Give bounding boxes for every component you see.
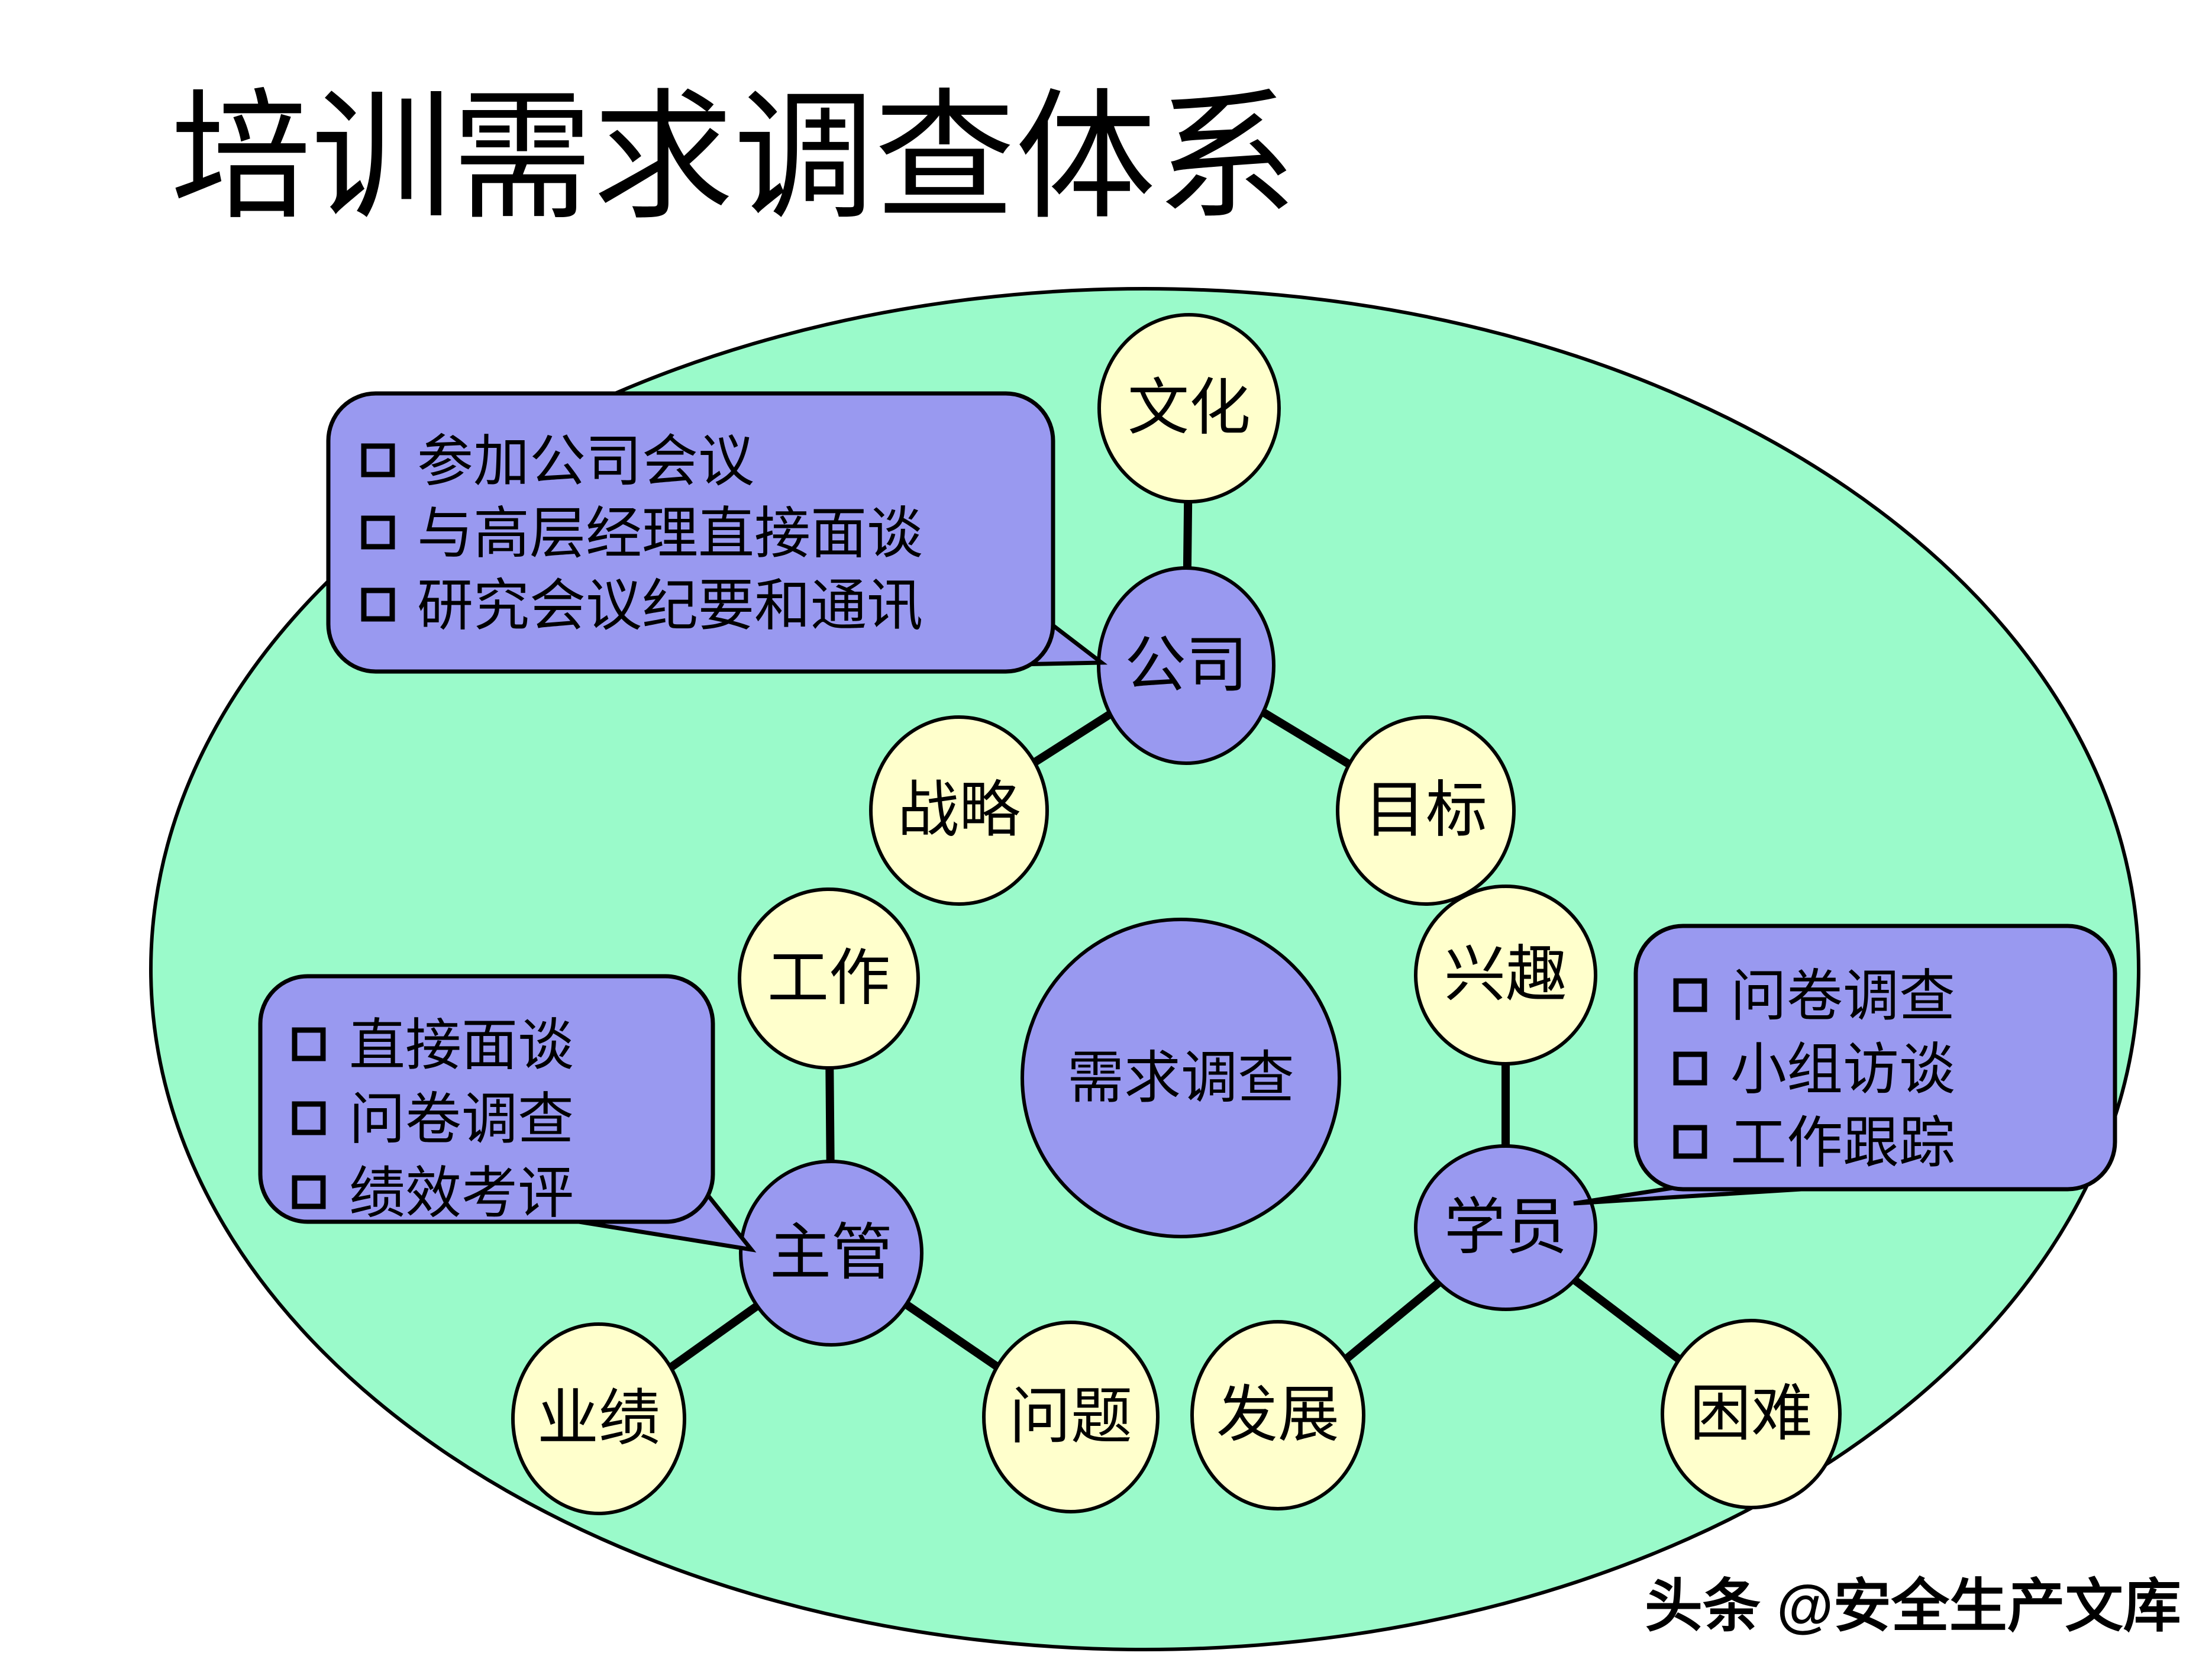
page-title: 培训需求调查体系 xyxy=(170,81,1297,237)
satellite-nodes: 文化 战略 目标 工作 业绩 问题 兴趣 发展 困难 xyxy=(511,313,1842,1515)
callout-company-item: 参加公司会议 xyxy=(417,430,754,493)
node-strategy-circle xyxy=(869,715,1049,906)
node-work-label: 工作 xyxy=(767,945,890,1013)
node-work-circle xyxy=(738,887,920,1070)
node-culture-label: 文化 xyxy=(1128,375,1251,443)
node-company-label: 公司 xyxy=(1125,632,1248,700)
node-difficulty-circle xyxy=(1661,1319,1842,1509)
callout-supervisor-item: 直接面谈 xyxy=(349,1014,574,1077)
center-node: 需求调查 xyxy=(1021,918,1341,1238)
square-bullet-icon xyxy=(292,1027,326,1061)
callout-trainee-item: 工作跟踪 xyxy=(1730,1112,1955,1174)
callout-supervisor-item: 绩效考评 xyxy=(349,1162,574,1225)
center-node-circle xyxy=(1021,918,1341,1238)
callout-trainee-item: 小组访谈 xyxy=(1730,1038,1955,1101)
node-trainee-label: 学员 xyxy=(1444,1194,1567,1262)
square-bullet-icon xyxy=(361,515,395,550)
square-bullet-icon xyxy=(1673,1125,1707,1159)
square-bullet-icon xyxy=(292,1101,326,1135)
node-interest-circle xyxy=(1414,885,1597,1066)
node-supervisor-circle xyxy=(739,1160,923,1347)
node-development-circle xyxy=(1190,1320,1365,1510)
node-interest-label: 兴趣 xyxy=(1444,941,1567,1009)
callout-supervisor-item: 问卷调查 xyxy=(349,1088,574,1151)
node-problems-circle xyxy=(982,1321,1160,1513)
node-development-label: 发展 xyxy=(1216,1382,1339,1450)
node-trainee-circle xyxy=(1414,1144,1597,1311)
center-node-label: 需求调查 xyxy=(1067,1047,1294,1110)
node-results-label: 业绩 xyxy=(537,1385,660,1453)
square-bullet-icon xyxy=(361,443,395,477)
callout-supervisor-methods: 直接面谈 问卷调查 绩效考评 xyxy=(258,974,757,1253)
node-goal-label: 目标 xyxy=(1364,777,1487,845)
node-strategy-label: 战略 xyxy=(897,777,1021,845)
node-results-circle xyxy=(511,1322,686,1515)
node-difficulty-label: 困难 xyxy=(1690,1380,1813,1448)
node-supervisor-label: 主管 xyxy=(770,1219,893,1287)
square-bullet-icon xyxy=(292,1175,326,1209)
callout-company-box xyxy=(326,391,1055,674)
hub-nodes: 公司 主管 学员 xyxy=(739,566,1597,1347)
callout-trainee-methods: 问卷调查 小组访谈 工作跟踪 xyxy=(1573,924,2117,1206)
watermark: 头条 @安全生产文库 xyxy=(1645,1573,2181,1638)
callout-company-item: 与高层经理直接面谈 xyxy=(417,502,923,565)
callout-company-methods: 参加公司会议 与高层经理直接面谈 研究会议纪要和通讯 xyxy=(326,391,1108,674)
callout-trainee-item: 问卷调查 xyxy=(1730,965,1955,1028)
callout-supervisor-box xyxy=(258,974,715,1224)
node-goal-circle xyxy=(1336,715,1516,906)
square-bullet-icon xyxy=(1673,1051,1707,1086)
node-problems-label: 问题 xyxy=(1009,1383,1132,1451)
square-bullet-icon xyxy=(1673,978,1707,1012)
square-bullet-icon xyxy=(361,588,395,622)
callout-company-item: 研究会议纪要和通讯 xyxy=(417,574,923,637)
callout-trainee-box xyxy=(1633,924,2117,1192)
node-culture-circle xyxy=(1097,313,1281,503)
node-company-circle xyxy=(1097,566,1275,765)
